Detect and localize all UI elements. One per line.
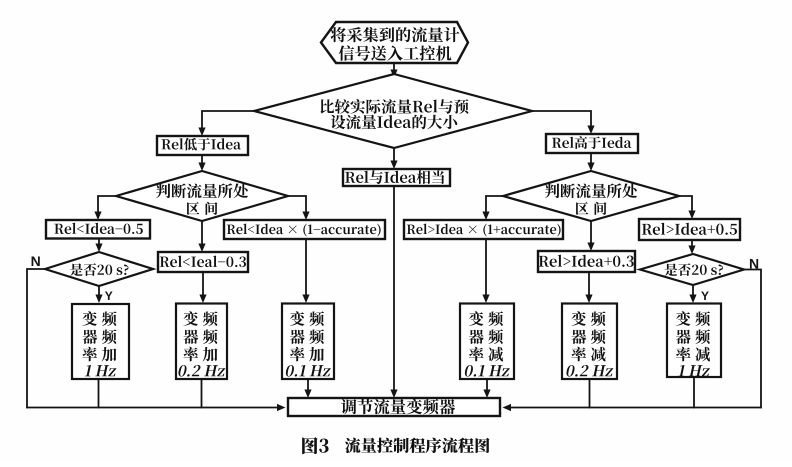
svg-text:N: N <box>749 256 759 272</box>
svg-text:Y: Y <box>105 289 113 303</box>
svg-text:Y: Y <box>701 289 709 303</box>
svg-text:N: N <box>31 253 41 269</box>
